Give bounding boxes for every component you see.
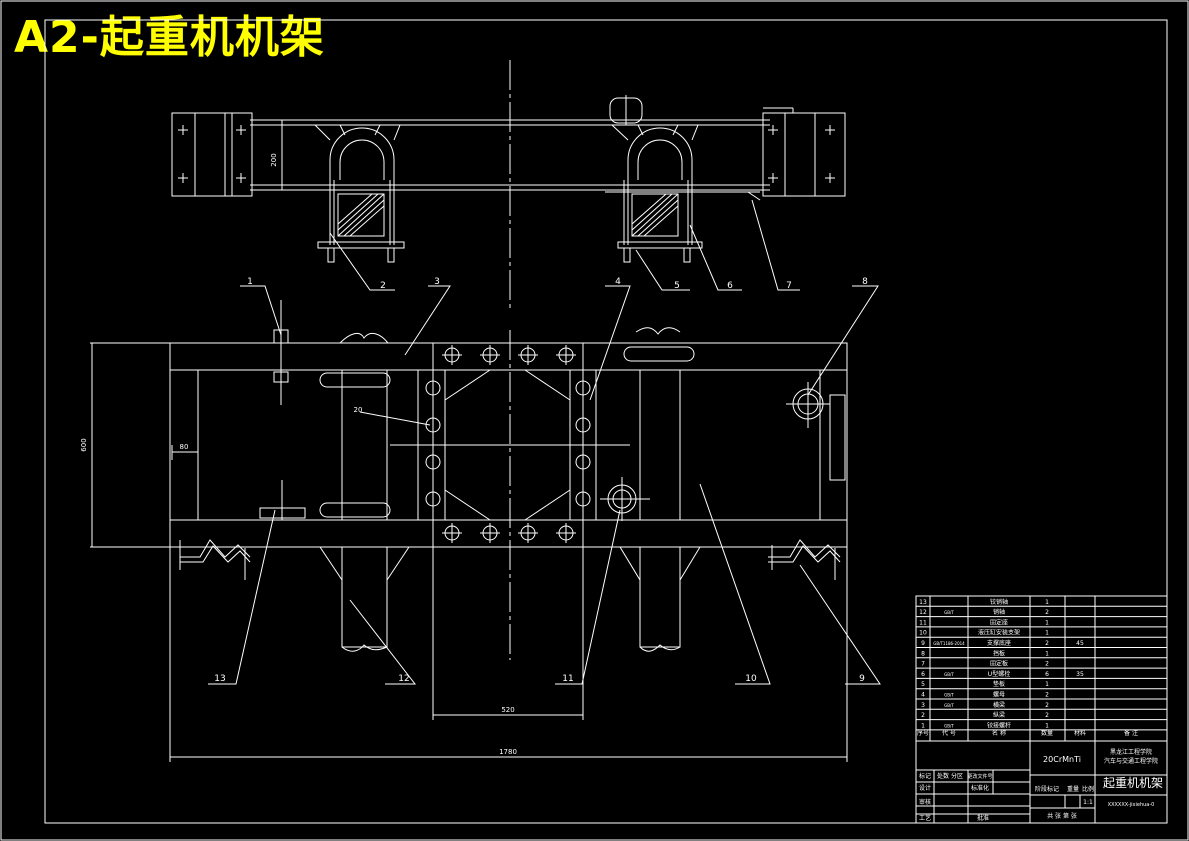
callout-7: 7 [786, 281, 792, 291]
callout-8: 8 [862, 277, 868, 287]
bom-cell-qty: 6 [1045, 671, 1049, 678]
bom-cell-qty: 2 [1045, 692, 1049, 699]
inner-border [44, 19, 1168, 824]
bom-cell-code: GB/T [944, 672, 954, 677]
bom-cell-qty: 1 [1045, 630, 1049, 637]
bom-cell-name: 垫板 [993, 680, 1005, 688]
material-label: 20CrMnTi [1043, 755, 1081, 764]
bom-cell-no: 3 [921, 702, 925, 709]
callout-13: 13 [214, 674, 225, 684]
approve-label: 批准 [977, 814, 989, 822]
bom-cell-name: U型螺栓 [988, 670, 1010, 678]
bom-cell-no: 12 [919, 609, 927, 616]
bom-cell-name: 固定座 [990, 618, 1008, 626]
callout-12: 12 [398, 674, 409, 684]
dim-520: 520 [501, 706, 514, 714]
scale-label: 比例 [1082, 785, 1094, 793]
bom-cell-qty: 2 [1045, 609, 1049, 616]
bom-cell-no: 5 [921, 681, 925, 688]
dim-200: 200 [270, 153, 278, 166]
bom-header-mat: 材料 [1074, 729, 1086, 737]
bom-cell-qty: 1 [1045, 650, 1049, 657]
school-line-1: 黑龙江工程学院 [1110, 748, 1152, 756]
callout-11: 11 [562, 674, 573, 684]
mark-label: 标记 [919, 772, 931, 780]
bom-cell-no: 1 [921, 722, 925, 729]
bom-cell-mat: 45 [1076, 640, 1084, 647]
bom-cell-no: 7 [921, 661, 925, 668]
bom-cell-qty: 2 [1045, 640, 1049, 647]
dim-80: 80 [180, 443, 189, 451]
process-label: 工艺 [919, 814, 931, 822]
callout-2: 2 [380, 281, 386, 291]
drawing-name: 起重机机架 [1103, 776, 1163, 790]
changedoc-label: 更改文件号 [967, 773, 992, 780]
bom-cell-name: 支撑底座 [987, 639, 1011, 647]
bom-cell-code: GB/T [944, 703, 954, 708]
bom-header-note: 备 注 [1124, 729, 1138, 737]
bom-cell-qty: 1 [1045, 722, 1049, 729]
top-view [171, 95, 846, 263]
callout-1: 1 [247, 277, 253, 287]
bom-cell-qty: 2 [1045, 661, 1049, 668]
bom-cell-mat: 35 [1076, 671, 1084, 678]
bom-header-code: 代 号 [942, 729, 956, 737]
callout-4: 4 [615, 277, 621, 287]
count-label: 处数 [937, 772, 949, 780]
front-view [90, 300, 848, 762]
review-label: 审核 [919, 798, 931, 806]
bom-cell-code: GB/T [944, 610, 954, 615]
callout-6: 6 [727, 281, 733, 291]
bom-cell-no: 6 [921, 671, 925, 678]
bom-cell-name: 销轴 [993, 608, 1005, 616]
bom-cell-qty: 1 [1045, 619, 1049, 626]
bom-cell-qty: 2 [1045, 712, 1049, 719]
drawing-code: XXXXXX-jixiehua-0 [1108, 802, 1155, 808]
callout-10: 10 [745, 674, 757, 684]
callout-5: 5 [674, 281, 680, 291]
bom-cell-name: 纵梁 [993, 711, 1005, 719]
bom-cell-name: 挡板 [993, 649, 1005, 657]
school-line-2: 汽车与交通工程学院 [1104, 757, 1158, 765]
bom-header-name: 名 称 [992, 729, 1006, 737]
dim-20: 20 [354, 406, 363, 414]
bom-cell-name: 铰接螺杆 [987, 721, 1011, 729]
dim-1780: 1780 [499, 748, 517, 756]
bom-cell-code: GB/T [944, 723, 954, 728]
weight-label: 重量 [1067, 785, 1079, 793]
bom-cell-code: GB/T1186-2014 [933, 641, 965, 646]
sheets-label: 共 张 第 张 [1047, 812, 1077, 820]
drawing-title: A2-起重机机架 [14, 12, 325, 63]
bom-cell-no: 10 [919, 630, 927, 637]
bom-cell-no: 8 [921, 650, 925, 657]
bom-cell-no: 11 [919, 619, 927, 626]
bom-cell-no: 13 [919, 599, 927, 606]
leaders [208, 199, 881, 685]
callout-3: 3 [434, 277, 440, 287]
bom-cell-code: GB/T [944, 693, 954, 698]
stage-label: 阶段标记 [1035, 785, 1059, 793]
bom-cell-name: 螺母 [993, 691, 1005, 699]
bom-cell-no: 9 [921, 640, 925, 647]
bom-cell-qty: 2 [1045, 702, 1049, 709]
scale-value: 1:1 [1083, 799, 1093, 806]
bom-cell-name: 固定板 [990, 660, 1008, 668]
bom-cell-qty: 1 [1045, 599, 1049, 606]
callout-9: 9 [859, 674, 865, 684]
design-label: 设计 [919, 784, 931, 792]
bom-cell-name: 液压缸安装支架 [978, 629, 1020, 637]
bom-cell-name: 铰销轴 [990, 598, 1008, 606]
bom-cell-no: 2 [921, 712, 925, 719]
bom-cell-no: 4 [921, 692, 925, 699]
bom-header-no: 序号 [917, 729, 929, 737]
bom-header-qty: 数量 [1041, 729, 1053, 737]
zone-label: 分区 [951, 772, 963, 780]
std-label: 标准化 [971, 784, 989, 792]
dim-600: 600 [80, 438, 88, 451]
bom-cell-name: 横梁 [993, 701, 1005, 709]
bom-cell-qty: 1 [1045, 681, 1049, 688]
